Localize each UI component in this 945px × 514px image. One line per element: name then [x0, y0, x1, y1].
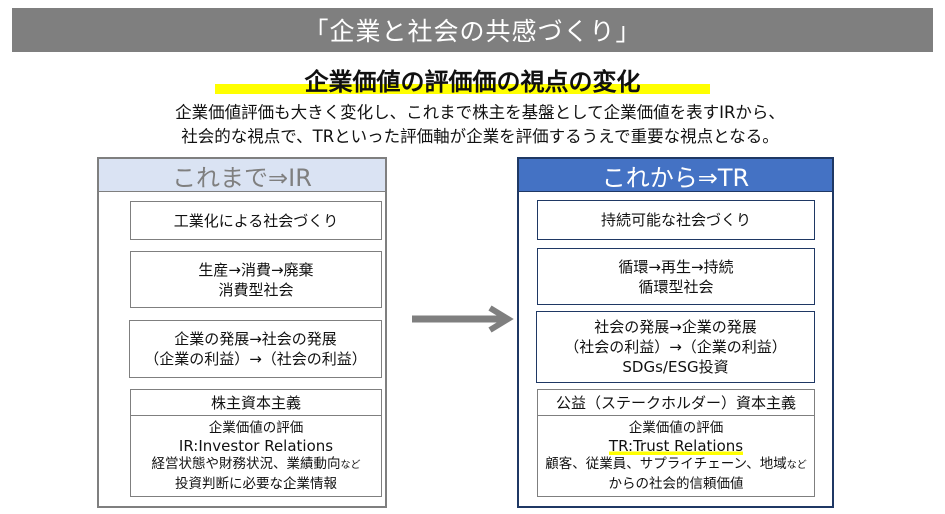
tr-header: これから⇒TR	[519, 159, 832, 192]
text: SDGs/ESG投資	[622, 358, 729, 376]
ir-box-development: 企業の発展→社会の発展 （企業の利益）→（社会の利益）	[129, 320, 382, 378]
tr-box-capitalism-title: 公益（ステークホルダー）資本主義	[537, 389, 815, 416]
ir-box-consumption: 生産→消費→廃棄消費型社会	[130, 251, 382, 308]
ir-box-evaluation: 企業価値の評価 IR:Investor Relations 経営状態や財務状況、…	[130, 415, 382, 497]
text: 生産→消費→廃棄	[198, 260, 314, 279]
text: 循環→再生→持続	[618, 257, 734, 276]
text: IR:Investor Relations	[178, 437, 334, 455]
text: 社会の発展→企業の発展	[594, 318, 757, 336]
tr-box-development: 社会の発展→企業の発展 （社会の利益）→（企業の利益） SDGs/ESG投資	[536, 311, 815, 383]
ir-box-society: 工業化による社会づくり	[130, 201, 382, 240]
text: 企業価値の評価	[628, 420, 724, 436]
text: TR:Trust Relations	[608, 437, 744, 455]
text: 企業の発展→社会の発展	[174, 330, 337, 348]
text: など	[340, 460, 361, 471]
text: （社会の利益）→（企業の利益）	[564, 338, 787, 356]
text: 経営状態や財務状況、業績動向	[151, 456, 341, 472]
ir-column: これまで⇒IR 工業化による社会づくり 生産→消費→廃棄消費型社会 企業の発展→…	[97, 157, 387, 508]
arrow-right-icon	[412, 305, 514, 333]
highlight-bar	[215, 84, 710, 94]
section-heading: 企業価値の評価価の視点の変化	[304, 68, 641, 96]
text: 顧客、従業員、サプライチェーン、地域	[545, 456, 787, 472]
intro-line-1: 企業価値評価も大きく変化し、これまで株主を基盤として企業価値を表すIRから、	[175, 103, 785, 122]
text: 消費型社会	[218, 280, 294, 299]
text: など	[786, 460, 807, 471]
ir-header: これまで⇒IR	[99, 159, 385, 192]
text: （企業の利益）→（社会の利益）	[144, 350, 367, 368]
text: 循環型社会	[638, 277, 714, 296]
text: からの社会的信頼価値	[608, 476, 744, 492]
text: 工業化による社会づくり	[173, 211, 339, 230]
text: 持続可能な社会づくり	[600, 211, 751, 229]
banner-title: 「企業と社会の共感づくり」	[12, 8, 933, 52]
intro-line-2: 社会的な視点で、TRといった評価軸が企業を評価するうえで重要な視点となる。	[181, 127, 779, 146]
text: 企業価値の評価	[208, 420, 304, 436]
tr-box-circulation: 循環→再生→持続循環型社会	[537, 248, 815, 305]
text: 投資判断に必要な企業情報	[175, 476, 337, 492]
tr-column: これから⇒TR 持続可能な社会づくり 循環→再生→持続循環型社会 社会の発展→企…	[517, 157, 834, 508]
tr-box-society: 持続可能な社会づくり	[537, 200, 815, 240]
text: 株主資本主義	[210, 393, 301, 412]
tr-box-evaluation: 企業価値の評価 TR:Trust Relations 顧客、従業員、サプライチェ…	[537, 415, 815, 497]
ir-box-capitalism-title: 株主資本主義	[130, 389, 382, 416]
text: 公益（ステークホルダー）資本主義	[555, 393, 796, 412]
